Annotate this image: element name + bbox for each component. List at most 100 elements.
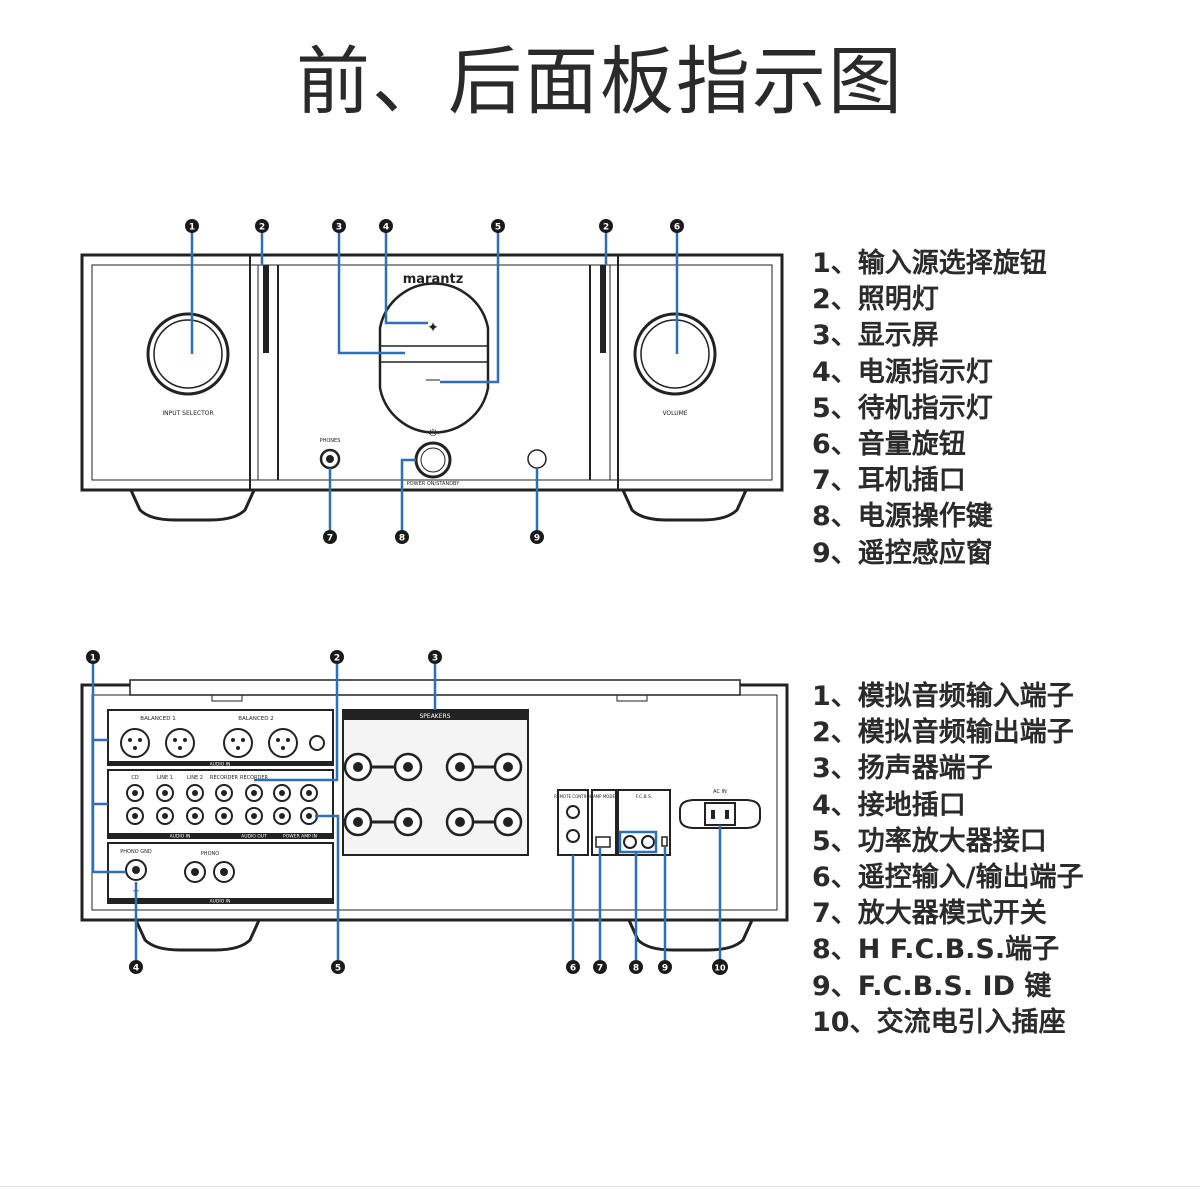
line-2-label: LINE 2 bbox=[187, 775, 203, 781]
callout-3-rear: 3 bbox=[428, 650, 442, 664]
svg-text:1: 1 bbox=[90, 654, 96, 664]
rear-legend-item: 1、模拟音频输入端子 bbox=[812, 681, 1074, 712]
recorder-out-label: RECORDER bbox=[240, 775, 269, 781]
remote-in-jack[interactable] bbox=[566, 805, 580, 819]
illumination-light-right bbox=[600, 265, 606, 353]
callout-4-front: 4 bbox=[379, 219, 393, 233]
svg-text:6: 6 bbox=[570, 964, 576, 974]
callout-1-rear: 1 bbox=[86, 650, 100, 664]
remote-out-jack[interactable] bbox=[566, 829, 580, 843]
front-legend-item: 2、照明灯 bbox=[812, 284, 939, 316]
svg-text:10: 10 bbox=[714, 964, 726, 973]
remote-control-box bbox=[557, 789, 589, 856]
xlr-input-1l[interactable] bbox=[120, 728, 150, 758]
front-legend-item: 8、电源操作键 bbox=[812, 501, 993, 533]
display-window bbox=[378, 282, 490, 434]
front-legend-item: 7、耳机插口 bbox=[812, 465, 966, 497]
xlr-input-2r[interactable] bbox=[268, 728, 298, 758]
recorder-in-label: RECORDER bbox=[210, 775, 239, 781]
svg-text:7: 7 bbox=[597, 964, 603, 974]
volume-label: VOLUME bbox=[662, 410, 687, 417]
svg-text:5: 5 bbox=[335, 964, 341, 974]
callout-2-front-right: 2 bbox=[599, 219, 613, 233]
rear-panel-legend: 1、模拟音频输入端子 2、模拟音频输出端子 3、扬声器端子 4、接地插口 5、功… bbox=[812, 679, 1084, 1041]
phono-label: PHONO bbox=[201, 851, 219, 857]
callout-6-rear: 6 bbox=[566, 960, 580, 974]
power-amp-in-label: POWER AMP IN bbox=[283, 834, 317, 840]
front-legend-item: 4、电源指示灯 bbox=[812, 356, 993, 388]
input-selector-knob[interactable] bbox=[146, 312, 230, 396]
remote-sensor-window bbox=[527, 449, 547, 469]
svg-text:8: 8 bbox=[633, 964, 639, 974]
callout-6-front: 6 bbox=[670, 219, 684, 233]
illumination-light-left bbox=[263, 265, 269, 353]
callout-7-rear: 7 bbox=[593, 960, 607, 974]
amp-mode-switch[interactable] bbox=[595, 836, 611, 848]
svg-text:3: 3 bbox=[336, 223, 342, 233]
svg-text:5: 5 bbox=[495, 223, 501, 233]
svg-text:8: 8 bbox=[399, 534, 405, 544]
balanced-1-label: BALANCED 1 bbox=[140, 716, 175, 722]
xlr-input-1r[interactable] bbox=[165, 728, 195, 758]
rear-legend-item: 7、放大器模式开关 bbox=[812, 898, 1047, 930]
rear-foot-right bbox=[625, 916, 756, 952]
speakers-label: SPEAKERS bbox=[419, 713, 450, 720]
power-indicator-icon: ✦ bbox=[427, 320, 439, 336]
front-panel-legend: 1、输入源选择旋钮 2、照明灯 3、显示屏 4、电源指示灯 5、待机指示灯 6、… bbox=[812, 246, 1047, 572]
rear-legend-item: 10、交流电引入插座 bbox=[812, 1006, 1066, 1038]
fcbs-out-jack[interactable] bbox=[641, 835, 655, 849]
rear-panel-diagram: BALANCED 1 BALANCED 2 AUDIO IN CD LINE 1… bbox=[80, 650, 789, 975]
front-legend-item: 9、遥控感应窗 bbox=[812, 537, 993, 569]
audio-in-label-top: AUDIO IN bbox=[210, 762, 231, 768]
rca-jacks[interactable] bbox=[126, 784, 318, 825]
rear-legend-item: 8、H F.C.B.S.端子 bbox=[812, 934, 1060, 966]
callout-1-front: 1 bbox=[185, 219, 199, 233]
svg-text:4: 4 bbox=[383, 223, 389, 233]
front-foot-right bbox=[619, 486, 750, 522]
audio-in-label-bottom: AUDIO IN bbox=[210, 899, 231, 905]
input-selector-label: INPUT SELECTOR bbox=[162, 410, 213, 417]
callout-5-front: 5 bbox=[491, 219, 505, 233]
svg-text:9: 9 bbox=[662, 964, 668, 974]
xlr-input-2l[interactable] bbox=[223, 728, 253, 758]
svg-text:2: 2 bbox=[334, 654, 340, 664]
callout-2-rear: 2 bbox=[330, 650, 344, 664]
callout-3-front: 3 bbox=[332, 219, 346, 233]
front-legend-item: 6、音量旋钮 bbox=[812, 428, 966, 460]
balanced-2-label: BALANCED 2 bbox=[238, 716, 273, 722]
svg-text:1: 1 bbox=[189, 223, 195, 233]
callout-4-rear: 4 bbox=[129, 960, 143, 974]
callout-8-rear: 8 bbox=[629, 960, 643, 974]
phones-label: PHONES bbox=[320, 438, 341, 444]
fcbs-in-jack[interactable] bbox=[623, 835, 637, 849]
front-legend-item: 3、显示屏 bbox=[812, 320, 939, 352]
callout-2-front-left: 2 bbox=[255, 219, 269, 233]
audio-in-label-mid: AUDIO IN bbox=[170, 834, 191, 840]
callout-10-rear: 10 bbox=[712, 959, 728, 975]
rear-foot-left bbox=[132, 916, 263, 952]
power-label: POWER ON/STANDBY bbox=[407, 481, 460, 487]
front-foot-left bbox=[127, 486, 258, 522]
svg-text:7: 7 bbox=[327, 534, 333, 544]
rear-legend-item: 4、接地插口 bbox=[812, 789, 966, 821]
callout-5-rear: 5 bbox=[331, 960, 345, 974]
callout-9-front: 9 bbox=[530, 530, 544, 544]
callout-9-rear: 9 bbox=[658, 960, 672, 974]
svg-text:2: 2 bbox=[603, 223, 609, 233]
cd-label: CD bbox=[131, 775, 138, 781]
volume-knob[interactable] bbox=[633, 312, 717, 396]
rear-legend-item: 9、F.C.B.S. ID 键 bbox=[812, 970, 1052, 1002]
svg-text:9: 9 bbox=[534, 534, 540, 544]
front-leader-lines bbox=[190, 232, 679, 531]
rca-connectors-box bbox=[107, 769, 334, 839]
front-panel-diagram: INPUT SELECTOR VOLUME marantz ✦ PHONES ⏻… bbox=[80, 219, 784, 544]
fcbs-id-button[interactable] bbox=[661, 836, 668, 847]
line-1-label: LINE 1 bbox=[157, 775, 173, 781]
rear-legend-item: 2、模拟音频输出端子 bbox=[812, 717, 1074, 749]
rear-legend-item: 3、扬声器端子 bbox=[812, 753, 993, 785]
callout-7-front: 7 bbox=[323, 530, 337, 544]
svg-text:2: 2 bbox=[259, 223, 265, 233]
front-legend-item: 5、待机指示灯 bbox=[812, 392, 993, 424]
amp-mode-label: AMP MODE bbox=[593, 794, 616, 799]
svg-text:6: 6 bbox=[674, 223, 680, 233]
